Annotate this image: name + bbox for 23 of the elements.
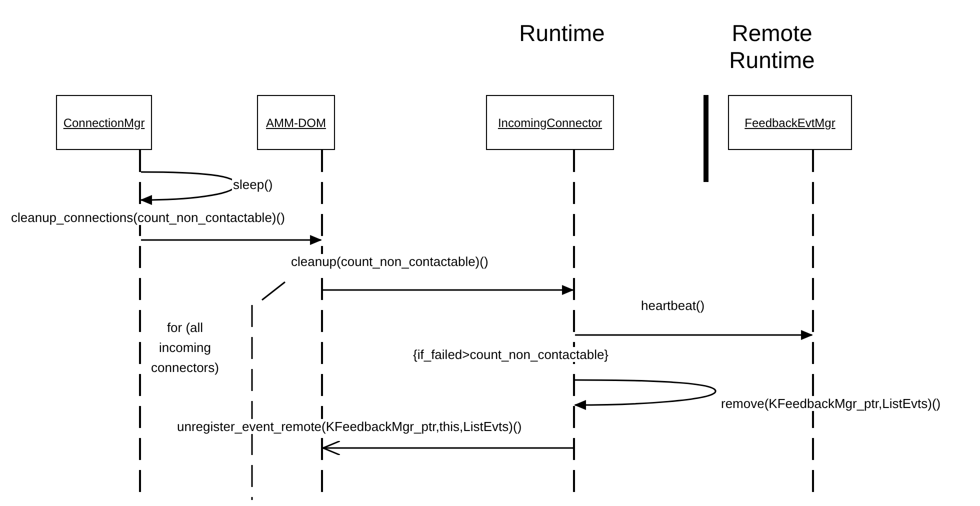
guard-condition: {if_failed>count_non_contactable} [412, 347, 610, 362]
message-label: sleep() [232, 177, 274, 192]
object-name: IncomingConnector [498, 116, 602, 130]
object-box [56, 95, 152, 150]
object-box [257, 95, 335, 150]
message-label: cleanup_connections(count_non_contactable)() [10, 210, 286, 225]
layer-heading: Remote Runtime [728, 20, 816, 74]
message-label: remove(KFeedbackMgr_ptr,ListEvts)() [720, 396, 942, 411]
object-box [728, 95, 852, 150]
layer-heading: Runtime [518, 20, 606, 47]
object-name: ConnectionMgr [63, 116, 145, 130]
message-arrow [141, 235, 322, 245]
message-arrow [575, 330, 813, 340]
message-label: unregister_event_remote(KFeedbackMgr_ptr,this,ListEvts)() [176, 419, 523, 434]
object-box [486, 95, 614, 150]
message-label: cleanup(count_non_contactable)() [290, 254, 490, 269]
object-name: FeedbackEvtMgr [744, 116, 836, 130]
message-arrow [323, 285, 574, 295]
object-name: AMM-DOM [266, 116, 326, 130]
message-arrow [574, 379, 716, 410]
message-arrow [322, 440, 573, 456]
loop-note: for (all incoming connectors) [150, 319, 220, 377]
message-label: heartbeat() [640, 298, 706, 313]
